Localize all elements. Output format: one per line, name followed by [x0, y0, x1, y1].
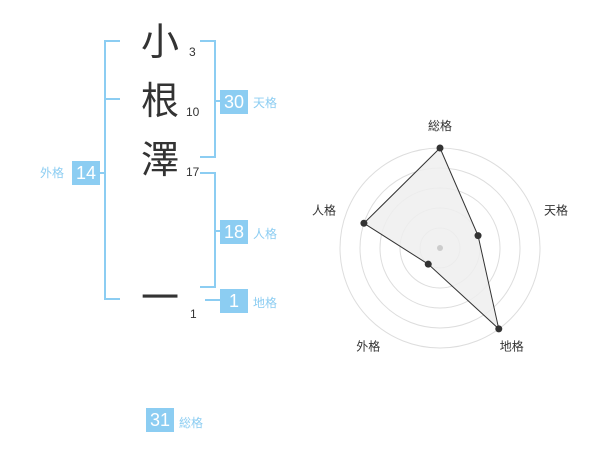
chikaku-connector: [205, 299, 220, 301]
gaikaku-value: 14: [72, 161, 100, 185]
gaikaku-bracket-bottom: [104, 298, 120, 300]
stroke-count-2: 10: [186, 105, 200, 119]
tenkaku-bracket-vertical: [214, 40, 216, 158]
jinkaku-connector: [214, 230, 220, 232]
radar-axis-label: 天格: [544, 202, 568, 217]
radar-data-point: [436, 144, 444, 152]
stroke-count-1: 3: [189, 45, 196, 59]
radar-axis-label: 人格: [312, 202, 336, 217]
jinkaku-bracket-bottom: [200, 286, 216, 288]
jinkaku-bracket-top: [200, 172, 216, 174]
chikaku-value: 1: [220, 289, 248, 313]
radar-data-point: [474, 232, 482, 240]
radar-axis-label: 外格: [356, 339, 380, 354]
tenkaku-connector: [214, 100, 220, 102]
jinkaku-value: 18: [220, 220, 248, 244]
radar-center-dot: [437, 245, 443, 251]
name-char-1: 小: [140, 20, 179, 64]
tenkaku-label: 天格: [253, 96, 278, 110]
jinkaku-label: 人格: [253, 227, 278, 241]
tenkaku-bracket-top: [200, 40, 216, 42]
radar-series-area: [363, 147, 500, 331]
radar-axis-label: 総格: [428, 118, 452, 133]
tenkaku-value: 30: [220, 90, 248, 114]
chikaku-label: 地格: [253, 296, 278, 310]
soukaku-label: 総格: [179, 416, 204, 430]
name-char-4: 一: [140, 276, 179, 320]
gaikaku-bracket-top: [104, 40, 120, 42]
stroke-count-3: 17: [186, 165, 200, 179]
radar-data-point: [360, 219, 368, 227]
tenkaku-bracket-bottom: [200, 156, 216, 158]
name-char-2: 根: [140, 79, 179, 123]
name-char-3: 澤: [140, 138, 179, 182]
radar-axis-label: 地格: [500, 339, 524, 354]
soukaku-value: 31: [146, 408, 174, 432]
gaikaku-label: 外格: [40, 166, 65, 180]
radar-data-point: [424, 260, 432, 268]
stroke-count-4: 1: [190, 307, 197, 321]
gaikaku-bracket-mid: [104, 98, 120, 100]
radar-data-point: [495, 325, 503, 333]
gaikaku-connector: [96, 172, 104, 174]
gaikaku-bracket-vertical: [104, 40, 106, 300]
